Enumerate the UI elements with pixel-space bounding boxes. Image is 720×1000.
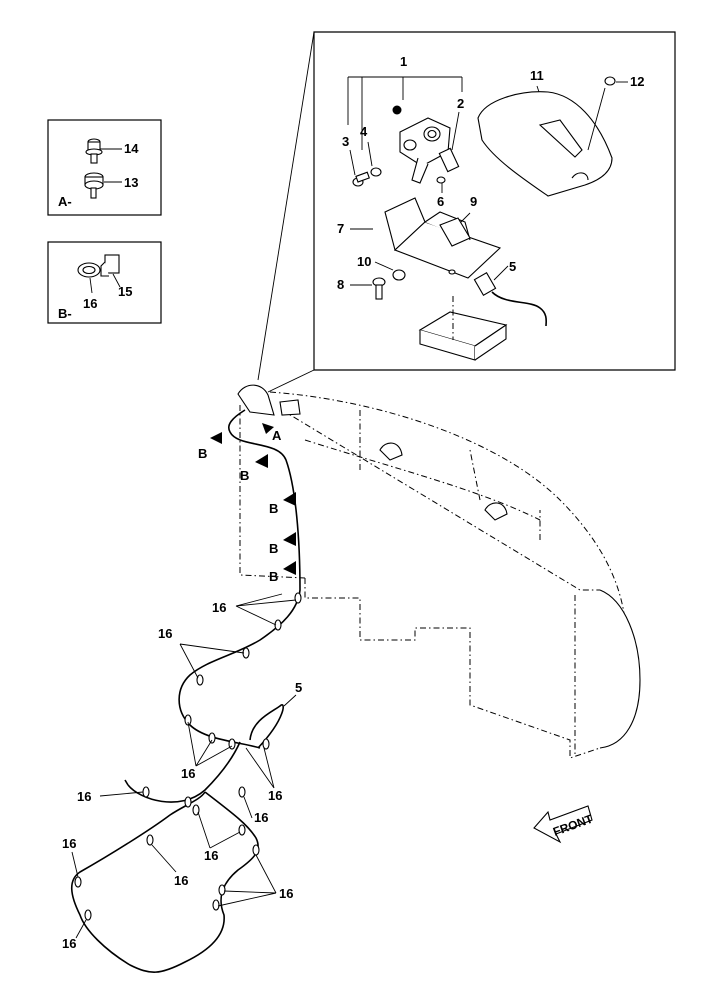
filled-arrow-icon xyxy=(210,432,222,444)
lamp-body-2 xyxy=(399,117,460,184)
callout-16-11: 16 xyxy=(62,936,76,951)
callout-4: 4 xyxy=(360,124,368,139)
detail-box-a: 14 13 A- xyxy=(47,119,162,216)
detail-box-b: 16 15 B- xyxy=(47,241,162,324)
callout-16-b: 16 xyxy=(83,296,97,311)
callout-3: 3 xyxy=(342,134,349,149)
detail-a-label: A- xyxy=(58,194,72,209)
filled-arrow-icon xyxy=(255,454,268,468)
callout-1: 1 xyxy=(400,54,407,69)
view-marker-a: A xyxy=(272,428,282,443)
connector-5 xyxy=(473,271,548,327)
exploded-view: 1 2 3 4 6 7 xyxy=(257,31,676,393)
callout-5-harness: 5 xyxy=(295,680,302,695)
filled-arrow-icon xyxy=(283,492,296,506)
mount-base xyxy=(418,296,508,361)
front-direction: FRONT xyxy=(533,805,595,844)
callout-16-10: 16 xyxy=(279,886,293,901)
view-marker-b4: B xyxy=(269,541,278,556)
bolt-14 xyxy=(85,138,103,164)
cover-11 xyxy=(477,91,613,197)
callout-16-6: 16 xyxy=(254,810,268,825)
callout-15: 15 xyxy=(118,284,132,299)
filled-arrow-icon xyxy=(283,532,296,546)
callout-16-8: 16 xyxy=(174,873,188,888)
callout-6: 6 xyxy=(437,194,444,209)
view-markers: A B B B B B xyxy=(198,423,296,584)
bolt-8 xyxy=(372,277,386,300)
nut-10 xyxy=(392,269,406,281)
view-marker-b5: B xyxy=(269,569,278,584)
lamp-on-machine xyxy=(237,384,301,416)
callout-11: 11 xyxy=(530,68,544,83)
clip-15 xyxy=(100,254,120,277)
callout-16-3: 16 xyxy=(181,766,195,781)
callout-12: 12 xyxy=(630,74,644,89)
screw-6 xyxy=(436,176,446,184)
callout-13: 13 xyxy=(124,175,138,190)
harness-callouts: 16 16 5 16 16 16 16 16 16 16 16 16 xyxy=(62,593,302,951)
callout-16-5: 16 xyxy=(77,789,91,804)
view-marker-b3: B xyxy=(269,501,278,516)
callout-16-9: 16 xyxy=(62,836,76,851)
clip-16 xyxy=(77,262,101,278)
counterweight xyxy=(239,391,641,759)
bracket-7 xyxy=(384,197,502,279)
washer-4 xyxy=(370,167,382,177)
callout-5-top: 5 xyxy=(509,259,516,274)
callout-16-7: 16 xyxy=(204,848,218,863)
screw-12 xyxy=(604,76,616,86)
callout-7: 7 xyxy=(337,221,344,236)
callout-8: 8 xyxy=(337,277,344,292)
filled-arrow-icon xyxy=(262,423,274,434)
switch-9 xyxy=(439,217,471,247)
callout-2: 2 xyxy=(457,96,464,111)
callout-9: 9 xyxy=(470,194,477,209)
callout-10: 10 xyxy=(357,254,371,269)
callout-16-4: 16 xyxy=(268,788,282,803)
marker-dot xyxy=(392,105,402,115)
callout-16-1: 16 xyxy=(212,600,226,615)
callout-16-2: 16 xyxy=(158,626,172,641)
harness-clips xyxy=(74,592,302,921)
view-marker-b1: B xyxy=(198,446,207,461)
filled-arrow-icon xyxy=(283,561,296,575)
nut-13 xyxy=(84,172,104,199)
bolt-3 xyxy=(352,171,370,187)
detail-b-label: B- xyxy=(58,306,72,321)
callout-14: 14 xyxy=(124,141,139,156)
direction-arrow-icon xyxy=(533,805,593,844)
view-marker-b2: B xyxy=(240,468,249,483)
